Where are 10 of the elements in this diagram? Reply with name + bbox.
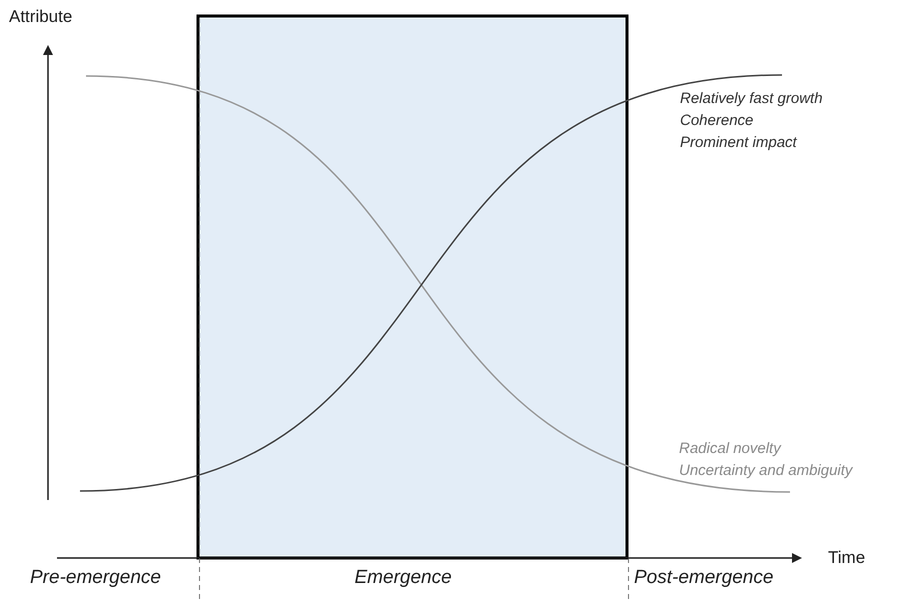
phase-label: Pre-emergence [30, 567, 161, 589]
attribute-label: Coherence [680, 112, 754, 130]
attribute-label: Uncertainty and ambiguity [679, 462, 852, 480]
phase-label: Post-emergence [634, 567, 774, 589]
attribute-label: Relatively fast growth [680, 90, 823, 108]
axis-label: Attribute [9, 7, 72, 27]
attribute-label: Radical novelty [679, 440, 781, 458]
phase-label: Emergence [354, 567, 452, 589]
attribute-label: Prominent impact [680, 134, 797, 152]
axis-label: Time [828, 548, 866, 568]
